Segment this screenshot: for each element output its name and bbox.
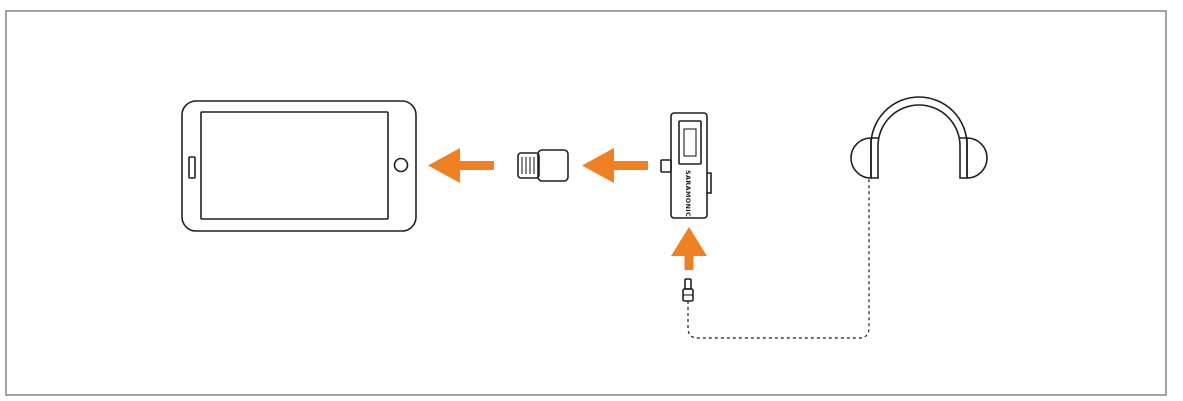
audio-jack-icon bbox=[682, 278, 694, 302]
arrow-left-to-tablet bbox=[428, 148, 494, 183]
lightning-adapter-icon bbox=[517, 149, 569, 182]
arrow-left-to-adapter bbox=[582, 148, 648, 183]
tablet-icon bbox=[181, 100, 417, 232]
arrow-up-to-device bbox=[671, 227, 707, 270]
device-brand-label: SARAMONIC bbox=[684, 170, 692, 217]
audio-interface-icon: SARAMONIC bbox=[660, 112, 712, 219]
headphones-icon bbox=[850, 96, 988, 179]
diagram-frame bbox=[5, 10, 1167, 396]
headphone-cable bbox=[687, 178, 870, 339]
